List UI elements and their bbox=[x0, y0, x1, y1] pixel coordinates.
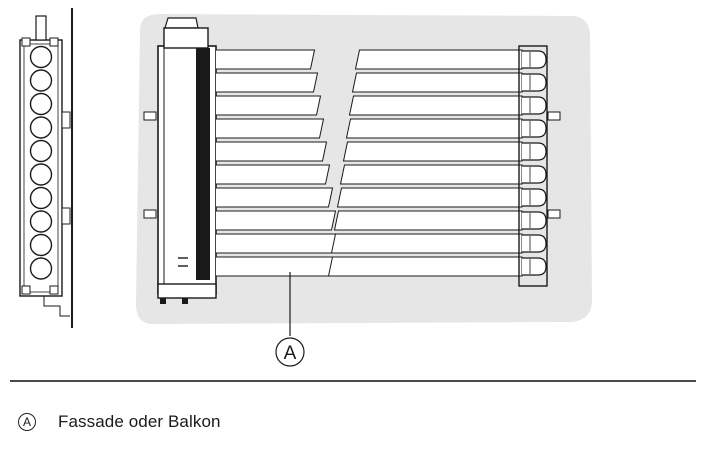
collector-installation-diagram: A bbox=[19, 8, 592, 367]
tube-end-cap bbox=[522, 234, 547, 253]
separator-line bbox=[10, 380, 696, 382]
vacuum-tube bbox=[216, 118, 523, 139]
side-view-tube-circle bbox=[29, 257, 53, 280]
collector-manifold-housing bbox=[157, 17, 217, 304]
side-view-collector bbox=[19, 15, 71, 317]
side-view-tube-circle bbox=[29, 116, 53, 139]
vacuum-tube bbox=[216, 95, 523, 116]
vacuum-tube bbox=[216, 72, 523, 93]
tube-end-cap bbox=[522, 257, 547, 276]
tube-end-cap bbox=[522, 73, 547, 92]
vacuum-tube bbox=[216, 141, 523, 162]
tube-end-cap bbox=[522, 50, 547, 69]
side-view-tube-circle bbox=[29, 92, 53, 116]
side-view-wall-brackets bbox=[61, 111, 71, 225]
side-view-tube-circle bbox=[29, 45, 53, 69]
tube-end-cap bbox=[522, 142, 547, 161]
side-view-tube-circle bbox=[29, 186, 53, 210]
tube-end-rail bbox=[518, 45, 548, 287]
side-view-tube-circle bbox=[29, 139, 53, 163]
vacuum-tube bbox=[216, 256, 523, 277]
side-view-tube-circle bbox=[29, 69, 53, 92]
tube-end-cap bbox=[522, 188, 547, 207]
tube-end-cap bbox=[522, 165, 547, 184]
legend-item-a: A Fassade oder Balkon bbox=[18, 412, 221, 432]
side-view-tube-circle bbox=[29, 210, 53, 233]
tube-end-cap bbox=[522, 119, 547, 138]
side-view-tube-circle bbox=[29, 233, 53, 257]
vacuum-tube bbox=[216, 210, 523, 231]
side-view-tube-ends bbox=[29, 45, 53, 280]
vacuum-tube bbox=[216, 49, 523, 70]
vacuum-tube bbox=[216, 233, 523, 254]
callout-a-label: A bbox=[284, 343, 297, 364]
tube-end-cap bbox=[522, 211, 547, 230]
legend-text: Fassade oder Balkon bbox=[58, 412, 221, 431]
callout-a: A bbox=[275, 272, 305, 367]
side-view-tube-circle bbox=[29, 163, 53, 186]
vacuum-tube bbox=[216, 187, 523, 208]
legend-marker: A bbox=[18, 413, 36, 431]
tube-end-cap bbox=[522, 96, 547, 115]
vacuum-tubes bbox=[216, 49, 523, 277]
mounting-pins bbox=[143, 111, 561, 219]
vacuum-tube bbox=[216, 164, 523, 185]
